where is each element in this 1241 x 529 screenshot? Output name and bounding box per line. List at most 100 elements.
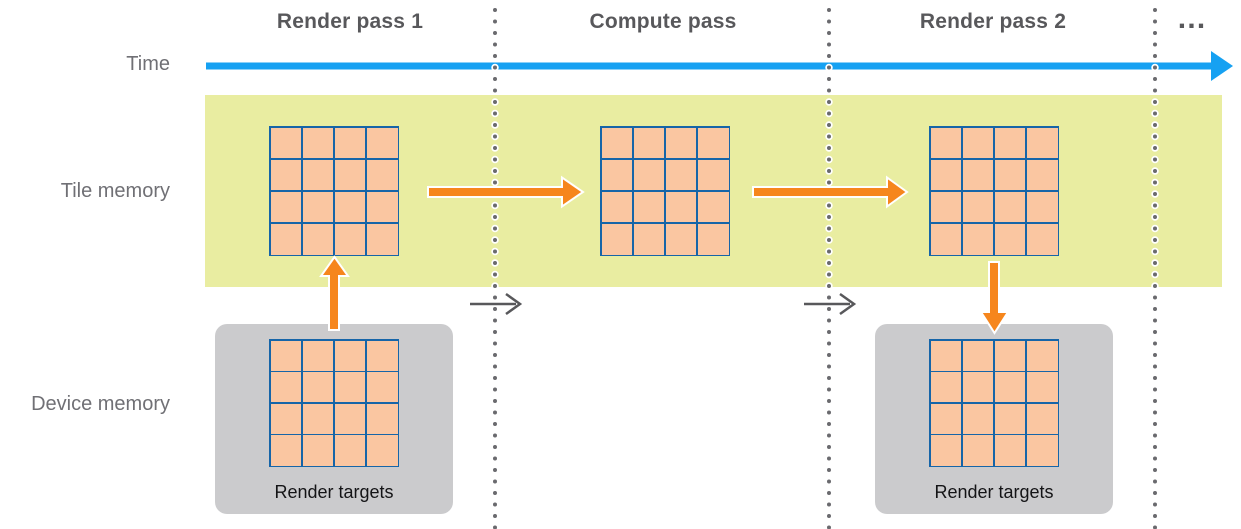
- texture-tile-cell: [302, 372, 334, 403]
- texture-tile-cell: [302, 223, 334, 255]
- texture-tile-cell: [366, 372, 398, 403]
- texture-tile-cell: [994, 403, 1026, 434]
- pass-transition-arrow-icon-1: [470, 292, 523, 316]
- texture-tile-cell: [962, 191, 994, 223]
- render-targets-label: Render targets: [934, 482, 1054, 502]
- texture-tile-cell: [930, 403, 962, 434]
- texture-tile-cell: [270, 191, 302, 223]
- texture-tile-cell: [1026, 403, 1058, 434]
- device-memory-texture-grid-1: [269, 339, 399, 467]
- texture-tile-cell: [366, 127, 398, 159]
- device-memory-texture-grid-2: [929, 339, 1059, 467]
- texture-tile-cell: [665, 223, 697, 255]
- texture-tile-cell: [1026, 191, 1058, 223]
- header-render-pass-1: Render pass 1: [276, 10, 424, 33]
- texture-tile-cell: [302, 127, 334, 159]
- load-up-arrow-icon: [319, 255, 350, 331]
- texture-tile-cell: [270, 403, 302, 434]
- texture-tile-cell: [601, 127, 633, 159]
- texture-tile-cell: [633, 191, 665, 223]
- texture-tile-cell: [601, 223, 633, 255]
- texture-tile-cell: [994, 191, 1026, 223]
- device-memory-row-label: Device memory: [31, 393, 170, 415]
- tile-memory-texture-grid-3: [929, 126, 1059, 256]
- texture-tile-cell: [334, 191, 366, 223]
- texture-tile-cell: [270, 372, 302, 403]
- tile-transfer-right-arrow-icon-1: [427, 175, 585, 209]
- texture-tile-cell: [270, 340, 302, 371]
- texture-tile-cell: [994, 127, 1026, 159]
- tile-memory-texture-grid-2: [600, 126, 730, 256]
- texture-tile-cell: [930, 191, 962, 223]
- texture-tile-cell: [930, 435, 962, 466]
- texture-tile-cell: [962, 127, 994, 159]
- texture-tile-cell: [366, 223, 398, 255]
- texture-tile-cell: [930, 127, 962, 159]
- texture-tile-cell: [302, 340, 334, 371]
- texture-tile-cell: [302, 403, 334, 434]
- header-render-pass-2: Render pass 2: [919, 10, 1067, 33]
- render-targets-label: Render targets: [274, 482, 394, 502]
- texture-tile-cell: [962, 340, 994, 371]
- texture-tile-cell: [270, 127, 302, 159]
- texture-tile-cell: [302, 435, 334, 466]
- texture-tile-cell: [697, 159, 729, 191]
- texture-tile-cell: [302, 159, 334, 191]
- texture-tile-cell: [334, 127, 366, 159]
- texture-tile-cell: [962, 159, 994, 191]
- texture-tile-cell: [994, 340, 1026, 371]
- texture-tile-cell: [366, 403, 398, 434]
- header-ellipsis: …: [1176, 2, 1208, 35]
- texture-tile-cell: [334, 372, 366, 403]
- time-row-label: Time: [126, 53, 170, 75]
- texture-tile-cell: [994, 372, 1026, 403]
- texture-tile-cell: [334, 159, 366, 191]
- texture-tile-cell: [334, 403, 366, 434]
- texture-tile-cell: [270, 223, 302, 255]
- texture-tile-cell: [930, 372, 962, 403]
- texture-tile-cell: [1026, 159, 1058, 191]
- texture-tile-cell: [665, 191, 697, 223]
- texture-tile-cell: [1026, 435, 1058, 466]
- pass-separator-dotted-lines: [491, 6, 1159, 529]
- texture-tile-cell: [601, 159, 633, 191]
- texture-tile-cell: [697, 223, 729, 255]
- texture-tile-cell: [633, 127, 665, 159]
- texture-tile-cell: [697, 191, 729, 223]
- texture-tile-cell: [994, 159, 1026, 191]
- texture-tile-cell: [1026, 127, 1058, 159]
- texture-tile-cell: [930, 223, 962, 255]
- texture-tile-cell: [366, 159, 398, 191]
- texture-tile-cell: [962, 435, 994, 466]
- pass-transition-arrow-icon-2: [804, 292, 857, 316]
- header-compute-pass: Compute pass: [589, 10, 737, 33]
- texture-tile-cell: [633, 223, 665, 255]
- texture-tile-cell: [270, 435, 302, 466]
- texture-tile-cell: [1026, 223, 1058, 255]
- texture-tile-cell: [270, 159, 302, 191]
- texture-tile-cell: [334, 223, 366, 255]
- texture-tile-cell: [697, 127, 729, 159]
- texture-tile-cell: [930, 340, 962, 371]
- texture-tile-cell: [1026, 340, 1058, 371]
- tile-memory-row-label: Tile memory: [60, 180, 170, 202]
- texture-tile-cell: [334, 340, 366, 371]
- texture-tile-cell: [962, 223, 994, 255]
- texture-tile-cell: [366, 435, 398, 466]
- texture-tile-cell: [366, 340, 398, 371]
- texture-tile-cell: [994, 223, 1026, 255]
- texture-tile-cell: [633, 159, 665, 191]
- texture-tile-cell: [665, 159, 697, 191]
- texture-tile-cell: [930, 159, 962, 191]
- texture-tile-cell: [334, 435, 366, 466]
- time-right-arrow-icon: [206, 51, 1233, 81]
- texture-tile-cell: [366, 191, 398, 223]
- tile-memory-texture-grid-1: [269, 126, 399, 256]
- texture-tile-cell: [1026, 372, 1058, 403]
- texture-tile-cell: [302, 191, 334, 223]
- texture-tile-cell: [962, 403, 994, 434]
- store-down-arrow-icon: [979, 261, 1010, 335]
- texture-tile-cell: [601, 191, 633, 223]
